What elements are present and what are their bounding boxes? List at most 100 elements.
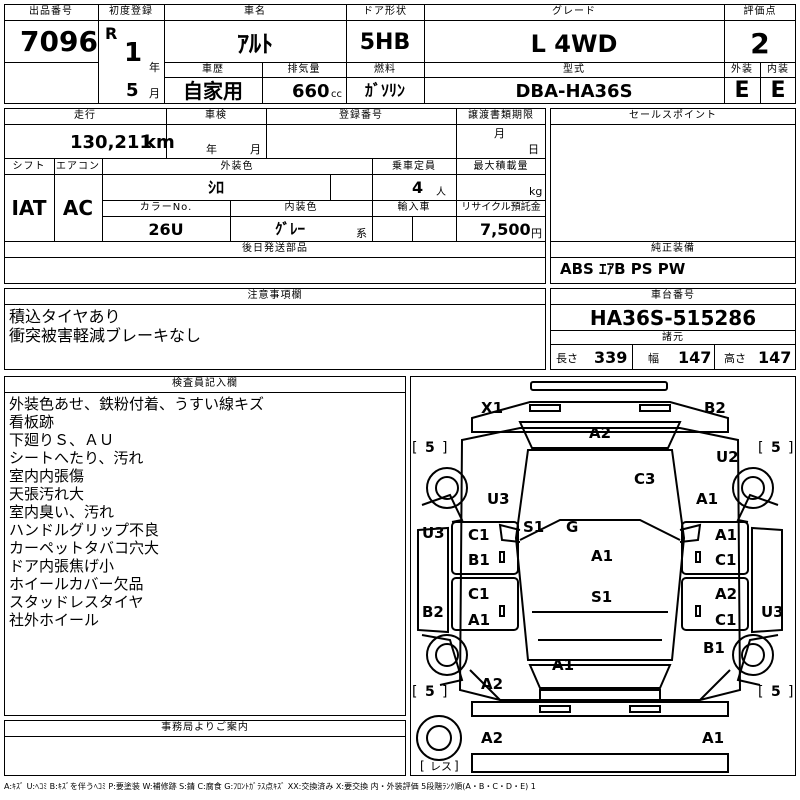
- inspector-note: ホイールカバー欠品: [9, 575, 144, 593]
- inspector-note: 社外ホイール: [9, 611, 100, 629]
- aircon-label: エアコン: [56, 161, 100, 172]
- sales-point-label: セールスポイント: [629, 110, 717, 121]
- tire-fl-close: ]: [442, 440, 448, 456]
- tire-rl-open: [: [412, 684, 418, 700]
- capacity-label: 乗車定員: [392, 161, 436, 172]
- notes-label: 注意事項欄: [247, 290, 303, 301]
- inspector-note: スタッドレスタイヤ: [9, 593, 144, 611]
- car-name: ｱﾙﾄ: [237, 30, 273, 58]
- mark-a1-bumper: A1: [702, 729, 725, 747]
- lot-number: 7096: [20, 25, 98, 58]
- aircon-value: AC: [62, 196, 94, 220]
- mark-a2-roof: A2: [589, 424, 612, 442]
- inspector-note: 外装色あせ、鉄粉付着、うすい線キズ: [9, 395, 265, 413]
- tire-rl-count: 5: [425, 684, 435, 700]
- inspector-note: 室内臭い、汚れ: [9, 503, 115, 521]
- load-unit: kg: [529, 185, 543, 198]
- length-label: 長さ: [556, 352, 578, 365]
- notes-box: [4, 288, 546, 370]
- displacement: 660: [292, 81, 330, 102]
- displacement-label: 排気量: [287, 64, 321, 75]
- displacement-unit: cc: [331, 89, 342, 100]
- chassis-value: HA36S-515286: [589, 306, 757, 330]
- width-label: 幅: [648, 352, 659, 365]
- model-type: DBA-HA36S: [515, 81, 633, 102]
- tire-fr-open: [: [758, 440, 764, 456]
- transfer-month-unit: 月: [494, 127, 505, 140]
- mark-a1-rd1: A1: [715, 526, 738, 544]
- score-label: 評価点: [743, 6, 777, 17]
- color-no-label: カラーNo.: [139, 202, 193, 213]
- height-label: 高さ: [724, 352, 746, 365]
- car-diagram-box: [410, 376, 796, 776]
- mark-b2-top: B2: [704, 399, 726, 417]
- tire-fr-count: 5: [771, 440, 781, 456]
- transfer-day-unit: 日: [528, 143, 539, 156]
- score: 2: [750, 27, 770, 60]
- mark-u3-right: U3: [761, 603, 784, 621]
- tire-fr-close: ]: [788, 440, 794, 456]
- car-history: 自家用: [183, 79, 243, 103]
- mark-g: G: [566, 518, 579, 536]
- import-label: 輸入車: [397, 202, 431, 213]
- mark-c1-rd1: C1: [715, 551, 737, 569]
- office-label: 事務局よりご案内: [161, 722, 249, 733]
- fuel-label: 燃料: [374, 64, 396, 75]
- mark-b1-rear: B1: [703, 639, 725, 657]
- mark-u3-left: U3: [487, 490, 510, 508]
- reg-month: 5: [126, 80, 139, 101]
- mileage-value: 130,211: [70, 132, 152, 153]
- transfer-label: 譲渡書類期限: [468, 110, 534, 121]
- era: R: [105, 24, 118, 43]
- capacity-value: 4: [412, 178, 424, 197]
- ext-color-value: ｼﾛ: [207, 178, 225, 197]
- grade-label: グレード: [552, 6, 596, 17]
- office-box: [4, 720, 406, 776]
- year-unit: 年: [149, 61, 160, 74]
- tire-rr-close: ]: [788, 684, 794, 700]
- equipment-value: ABS ｴｱB PS PW: [560, 260, 686, 278]
- legend: A:ｷｽﾞ U:ﾍｺﾐ B:ｷｽﾞを伴うﾍｺﾐ P:要塗装 W:補修跡 S:錆 …: [4, 782, 536, 791]
- chassis-label: 車台番号: [651, 290, 695, 301]
- interior-label: 内装: [767, 64, 789, 75]
- grade: L 4WD: [530, 30, 618, 58]
- shift-value: IAT: [11, 196, 47, 220]
- tire-rl-close: ]: [442, 684, 448, 700]
- tire-rr-count: 5: [771, 684, 781, 700]
- sales-point-box: [550, 108, 796, 284]
- mileage-unit: km: [144, 132, 175, 153]
- reg-year: 1: [124, 38, 143, 68]
- capacity-unit: 人: [436, 187, 446, 198]
- int-color-suffix: 系: [356, 227, 367, 240]
- chassis-box: [550, 288, 796, 370]
- inspector-note: 室内内張傷: [9, 467, 85, 485]
- inspector-note: シートへたり、汚れ: [9, 449, 144, 467]
- tire-fl-open: [: [412, 440, 418, 456]
- spare-open: [: [420, 759, 425, 773]
- mark-a1-trunk: A1: [552, 656, 575, 674]
- spare-label: レス: [430, 760, 452, 773]
- max-load-label: 最大積載量: [473, 161, 529, 172]
- history-label: 車歴: [202, 64, 224, 75]
- ext-color-label: 外装色: [220, 161, 254, 172]
- mark-a2-bumper: A2: [481, 729, 504, 747]
- spare-close: ]: [454, 759, 459, 773]
- inspector-label: 検査員記入欄: [172, 378, 238, 389]
- later-parts-label: 後日発送部品: [242, 243, 308, 254]
- inspection-label: 車検: [205, 110, 227, 121]
- specs-label: 諸元: [662, 332, 684, 343]
- shift-label: シフト: [12, 161, 46, 172]
- note-line-1: 積込タイヤあり: [9, 307, 121, 326]
- inspector-box: [4, 376, 406, 716]
- mark-x1: X1: [481, 399, 504, 417]
- mark-a1-ld2: A1: [468, 611, 491, 629]
- inspection-month-unit: 月: [250, 143, 261, 156]
- inspector-note: カーペットタバコ穴大: [9, 539, 160, 557]
- mark-a1-center: A1: [591, 547, 614, 565]
- lot-no-label: 出品番号: [29, 6, 73, 17]
- mark-b1-ld1: B1: [468, 551, 490, 569]
- tire-fl-count: 5: [425, 440, 435, 456]
- int-color-value: ｸﾞﾚｰ: [274, 220, 306, 238]
- mark-c1-rd2: C1: [715, 611, 737, 629]
